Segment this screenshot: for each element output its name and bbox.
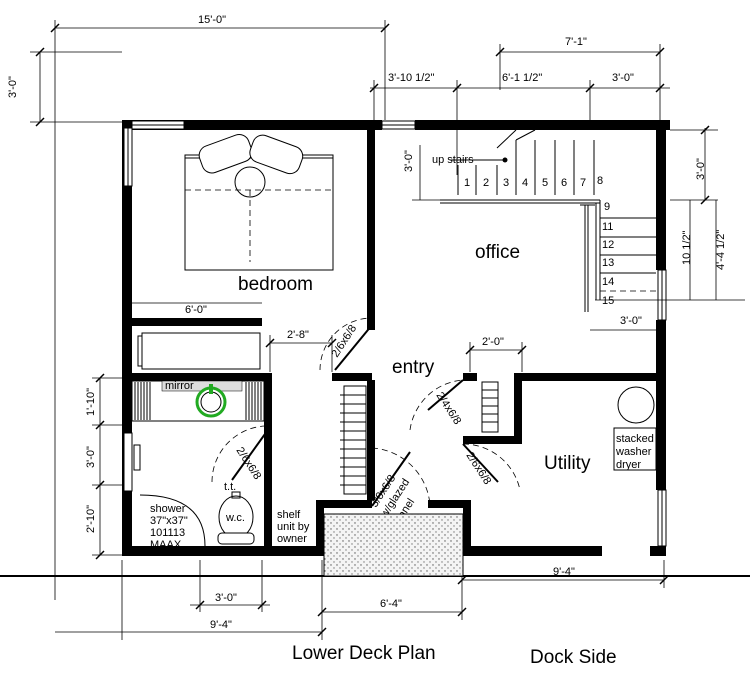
dim-bottom-94b: 9'-4"	[553, 566, 575, 578]
dim-stair-3ft: 3'-0"	[403, 150, 415, 172]
dim-top-right: 7'-1"	[565, 36, 587, 48]
door-bedroom: 2/6x6/8	[319, 317, 373, 371]
dim-bottom-94a: 9'-4"	[210, 619, 232, 631]
shower-label-1: shower	[150, 503, 186, 515]
stacked-label-1: stacked	[616, 433, 654, 445]
dimension-labels: 15'-0" 3'-0" 7'-1" 3'-10 1/2" 6'-1 1/2" …	[7, 14, 727, 631]
door-bath: 2/6x6/8	[211, 425, 266, 483]
dim-right-10: 10 1/2"	[681, 230, 693, 265]
room-label-office: office	[475, 242, 520, 263]
shower	[139, 494, 206, 547]
dim-overall-width: 15'-0"	[198, 14, 226, 26]
dim-bottom-30: 3'-0"	[215, 592, 237, 604]
door-util-top-label: 2/4x6/8	[433, 390, 463, 427]
wc-label: w.c.	[225, 512, 245, 524]
shelf-label-2: unit by	[277, 521, 310, 533]
stair-step-3: 3	[503, 177, 509, 189]
stair-step-7: 7	[580, 177, 586, 189]
bed	[184, 133, 334, 271]
room-label-utility: Utility	[544, 453, 591, 474]
water-heater	[617, 386, 655, 424]
dock-side-label: Dock Side	[530, 647, 617, 668]
shower-label-2: 37"x37"	[150, 515, 188, 527]
mirror-label: mirror	[165, 380, 194, 392]
stair-step-11: 11	[602, 221, 613, 233]
dim-bottom-64: 6'-4"	[380, 598, 402, 610]
dimension-ticks	[35, 23, 710, 637]
stair-step-9: 9	[604, 201, 610, 213]
dim-left-height: 3'-0"	[7, 76, 19, 98]
shower-niche	[133, 444, 141, 471]
hangers	[340, 394, 366, 486]
room-label-bedroom: bedroom	[238, 274, 313, 295]
stair-step-8: 8	[597, 175, 603, 187]
door-utility-bottom: 2/6x6/8	[462, 443, 521, 491]
dim-top-c: 3'-0"	[612, 72, 634, 84]
stair-step-2: 2	[483, 177, 489, 189]
stair-step-5: 5	[542, 177, 548, 189]
entry-landing	[323, 513, 464, 577]
stair-step-13: 13	[602, 257, 614, 269]
utility-shelves	[481, 381, 499, 433]
dim-left-110: 1'-10"	[85, 388, 97, 416]
shower-label-4: MAAX	[150, 539, 182, 551]
stair-step-1: 1	[464, 177, 470, 189]
shelf-label-1: shelf	[277, 509, 301, 521]
dim-left-30: 3'-0"	[85, 446, 97, 468]
room-label-entry: entry	[392, 357, 435, 378]
dim-hall-28: 2'-8"	[287, 329, 309, 341]
door-bath-label: 2/6x6/8	[233, 445, 263, 482]
stair-step-14: 14	[602, 276, 614, 288]
shelf-label-3: owner	[277, 533, 307, 545]
dim-top-a: 3'-10 1/2"	[388, 72, 434, 84]
walls	[122, 120, 670, 556]
shower-label-3: 101113	[150, 527, 185, 539]
stair-step-4: 4	[522, 177, 528, 189]
dimension-lines	[30, 20, 745, 640]
plan-title: Lower Deck Plan	[292, 643, 436, 664]
toilet-tissue-label: t.t.	[224, 481, 236, 493]
vanity: mirror	[131, 380, 265, 422]
dim-right-3ft: 3'-0"	[695, 158, 707, 180]
stacked-label-2: washer	[615, 446, 652, 458]
dim-util-20: 2'-0"	[482, 336, 504, 348]
stair-step-6: 6	[561, 177, 567, 189]
door-util-bottom-label: 2/6x6/8	[463, 450, 493, 487]
stairs: up stairs 1 2 3 4 5 6 7 8 9 11 12 13 14 …	[432, 129, 656, 312]
stair-step-15: 15	[602, 295, 614, 307]
washer-dryer	[613, 427, 657, 471]
toilet	[217, 491, 255, 545]
dim-stair-bottom: 3'-0"	[620, 315, 642, 327]
up-stairs-label: up stairs	[432, 154, 474, 166]
windows	[123, 120, 667, 547]
dim-left-210: 2'-10"	[85, 505, 97, 533]
stair-step-12: 12	[602, 239, 614, 251]
dim-top-b: 6'-1 1/2"	[502, 72, 542, 84]
dim-right-44: 4'-4 1/2"	[715, 230, 727, 270]
dim-bed-6ft: 6'-0"	[185, 304, 207, 316]
dresser	[141, 332, 261, 370]
stacked-label-3: dryer	[616, 459, 641, 471]
door-utility-top: 2/4x6/8	[409, 379, 464, 431]
